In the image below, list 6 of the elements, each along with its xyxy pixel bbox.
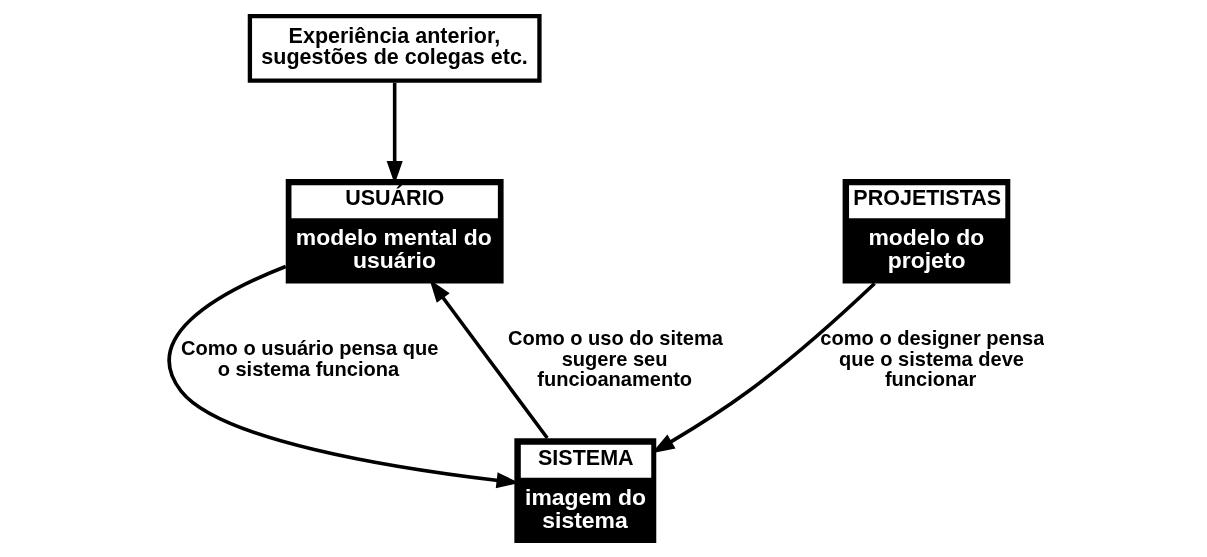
edge-label: Como o uso do sitema sugere seu funcioanamento [507, 327, 723, 390]
node-box: USUÁRIO modelo mental do usuário [285, 178, 504, 284]
edge-label: como o designer pensa que o sistema deve funcionar [820, 327, 1045, 390]
edge-label: Como o usuário pensa que o sistema funciona [181, 337, 439, 380]
node-box: PROJETISTAS modelo do projeto [842, 178, 1011, 284]
node-box: SISTEMA imagem do sistema [514, 438, 657, 543]
